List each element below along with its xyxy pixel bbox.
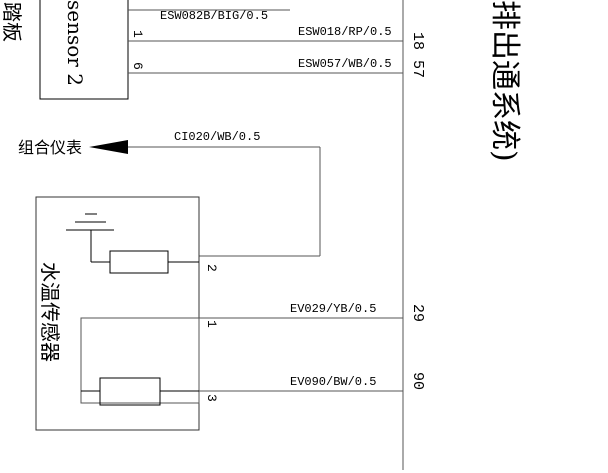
left-side-label: 踏板 [0, 2, 24, 42]
temp-sensor-pin-2: 2 [204, 264, 219, 272]
resistor1 [109, 250, 169, 274]
sensor2-pin-1: 1 [130, 30, 145, 38]
sensor2-pin-6: 6 [130, 62, 145, 70]
wire-label-ev029: EV029/YB/0.5 [290, 302, 376, 316]
wire-label-esw082b: ESW082B/BIG/0.5 [160, 9, 268, 23]
pin-29: 29 [409, 304, 426, 322]
cluster-label: 组合仪表 [18, 138, 82, 157]
pin-90: 90 [409, 372, 426, 390]
pin-57: 57 [409, 60, 426, 78]
wire-label-ci020: CI020/WB/0.5 [174, 130, 260, 144]
pin-18: 18 [409, 32, 426, 50]
wire-label-esw057: ESW057/WB/0.5 [298, 57, 392, 71]
temp-sensor-label: 水温传感器 [38, 262, 62, 362]
resistor2 [99, 377, 161, 406]
sensor2-label: sensor 2 [63, 0, 87, 86]
temp-sensor-box [35, 196, 200, 431]
system-title: 排出通系统) [487, 0, 522, 162]
sensor2-box [39, 0, 129, 100]
temp-sensor-pin-3: 3 [204, 394, 219, 402]
wire-label-esw018: ESW018/RP/0.5 [298, 25, 392, 39]
cluster-arrow-icon [89, 140, 128, 154]
wire-label-ev090: EV090/BW/0.5 [290, 375, 376, 389]
temp-sensor-pin-1: 1 [204, 320, 219, 328]
temp-sensor-inner-box [80, 317, 200, 404]
